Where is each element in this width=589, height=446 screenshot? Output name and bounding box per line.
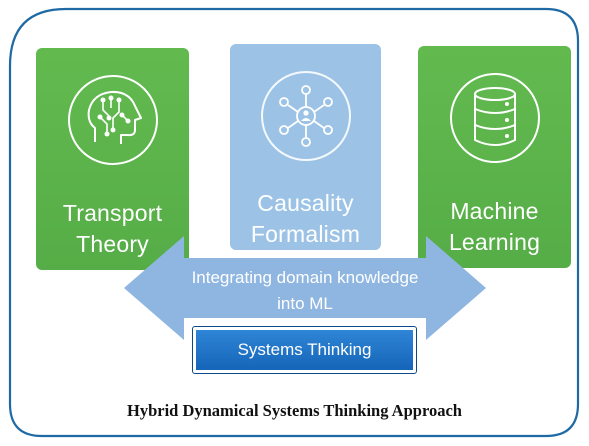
brain-circuit-icon [67,75,158,165]
transport-theory-box: Transport Theory [36,48,189,270]
causality-formalism-box: Causality Formalism [230,44,381,250]
machine-learning-box: Machine Learning [418,46,571,268]
box-label: Transport Theory [62,200,163,257]
database-icon [449,73,540,163]
diagram-frame [6,6,582,440]
arrow-text: Integrating domain knowledge into ML [191,268,419,313]
systems-thinking-label: Systems Thinking [192,326,417,374]
box-label: Causality Formalism [250,190,361,247]
box-label: Machine Learning [448,198,541,255]
diagram-caption: Hybrid Dynamical Systems Thinking Approa… [127,401,462,420]
network-hub-icon [260,71,351,161]
double-arrow-shape [124,236,486,340]
